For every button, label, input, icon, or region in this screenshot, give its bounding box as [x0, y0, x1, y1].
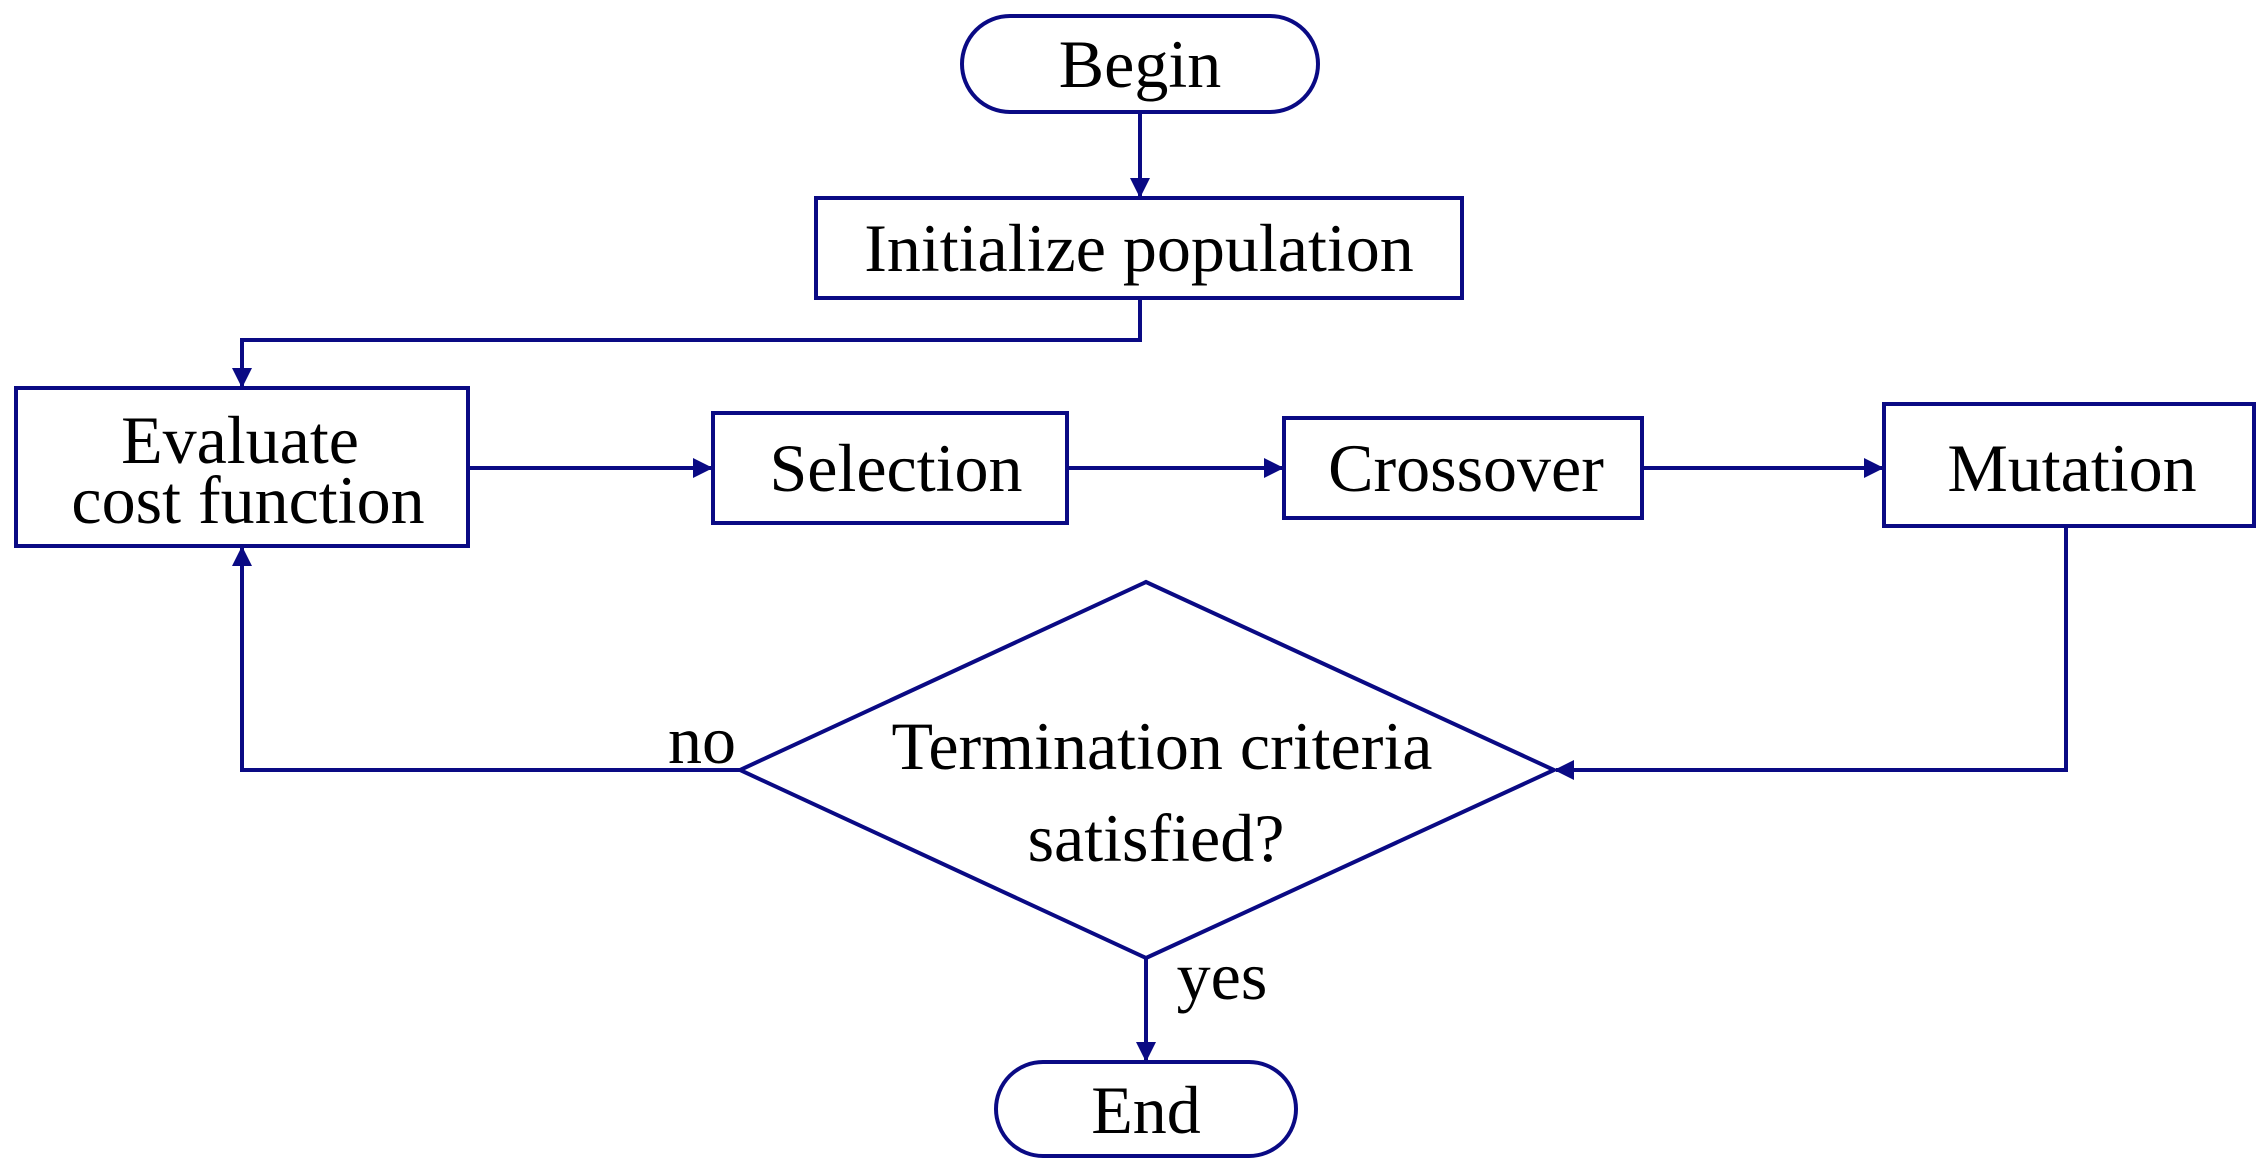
node-initialize-population: Initialize population — [814, 196, 1464, 300]
evaluate-label-line2: cost function — [71, 462, 424, 538]
begin-label: Begin — [1059, 26, 1221, 102]
selection-label: Selection — [769, 430, 1022, 506]
node-begin: Begin — [960, 14, 1320, 114]
edge-label-yes: yes — [1177, 938, 1268, 1014]
end-label: End — [1091, 1072, 1201, 1148]
crossover-label: Crossover — [1328, 430, 1604, 506]
node-end: End — [994, 1060, 1298, 1158]
node-crossover: Crossover — [1282, 416, 1644, 520]
mutation-box — [1882, 402, 2256, 528]
initialize-population-box — [814, 196, 1464, 300]
node-termination-decision: Termination criteria satisfied? — [735, 579, 1559, 961]
mutation-label: Mutation — [1947, 430, 2196, 506]
decision-label-line2: satisfied? — [1028, 800, 1285, 876]
crossover-box — [1282, 416, 1644, 520]
node-selection: Selection — [711, 411, 1069, 525]
edge-mutation-to-decision — [1554, 526, 2068, 780]
evaluate-label-line1: Evaluate — [121, 402, 359, 478]
edge-decision-no-to-evaluate — [232, 546, 740, 772]
evaluate-cost-function-box — [14, 386, 470, 548]
initialize-population-label: Initialize population — [864, 210, 1414, 286]
node-evaluate-cost-function: Evaluate cost function — [14, 386, 470, 548]
edge-label-no: no — [668, 702, 736, 778]
edge-initialize-to-evaluate — [232, 298, 1142, 388]
decision-label-line1: Termination criteria — [892, 708, 1433, 784]
node-mutation: Mutation — [1882, 402, 2256, 528]
end-terminator-shape — [994, 1060, 1298, 1158]
